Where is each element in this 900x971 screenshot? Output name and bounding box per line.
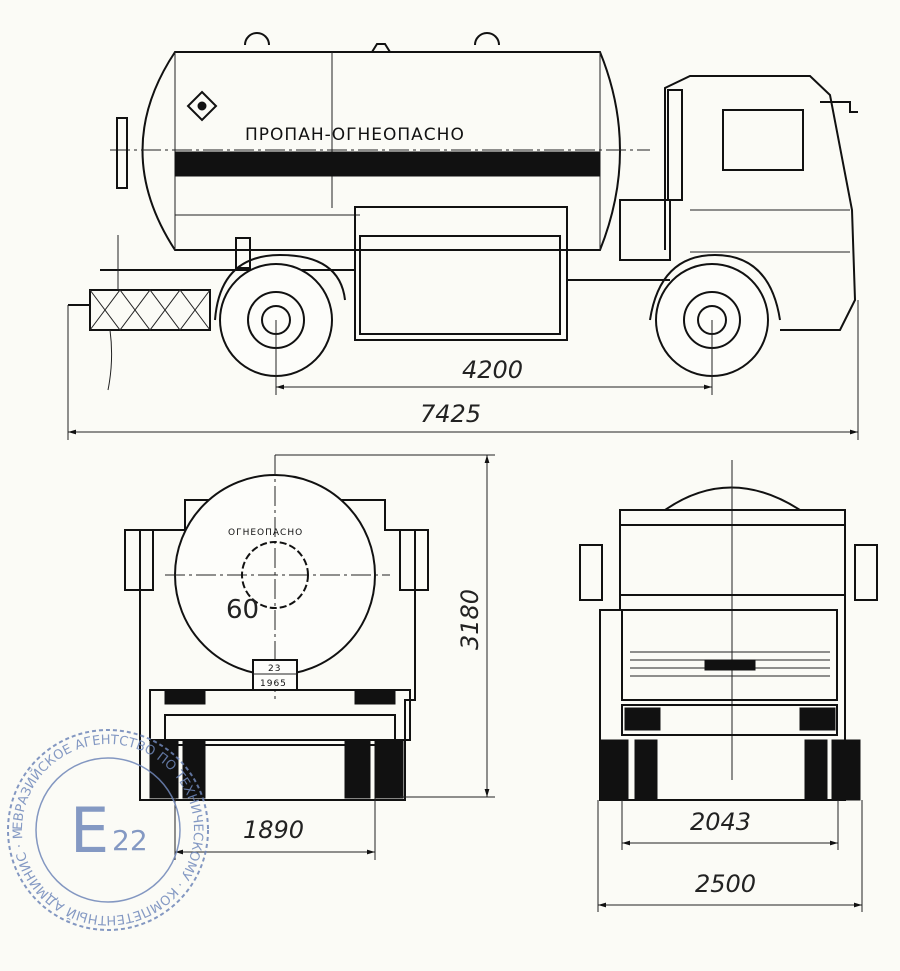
rear-view: ОГНЕОПАСНО 60 23 1965 3180 1890 (124, 454, 495, 860)
chassis-side (68, 206, 781, 391)
svg-text:22: 22 (112, 824, 148, 857)
plate-bottom: 1965 (260, 679, 287, 689)
wheelbase-dimension: 4200 (462, 356, 523, 384)
height-dimension: 3180 (456, 589, 484, 650)
hazard-plate (252, 659, 298, 691)
hazard-number: 60 (226, 595, 259, 625)
tank-side: ПРОПАН-ОГНЕОПАСНО (110, 32, 650, 251)
width-dimension: 2500 (695, 870, 756, 898)
tank-label-rear: ОГНЕОПАСНО (228, 528, 303, 538)
front-view: 2043 2500 (579, 460, 878, 912)
plate-top: 23 (268, 664, 281, 674)
side-view: ПРОПАН-ОГНЕОПАСНО (67, 32, 859, 440)
cabin-side (619, 75, 858, 331)
length-dimension: 7425 (420, 400, 481, 428)
tank-label-side: ПРОПАН-ОГНЕОПАСНО (245, 125, 465, 145)
rear-track-dimension: 1890 (243, 816, 304, 844)
front-track-dimension: 2043 (690, 808, 751, 836)
svg-text:E: E (70, 794, 109, 867)
